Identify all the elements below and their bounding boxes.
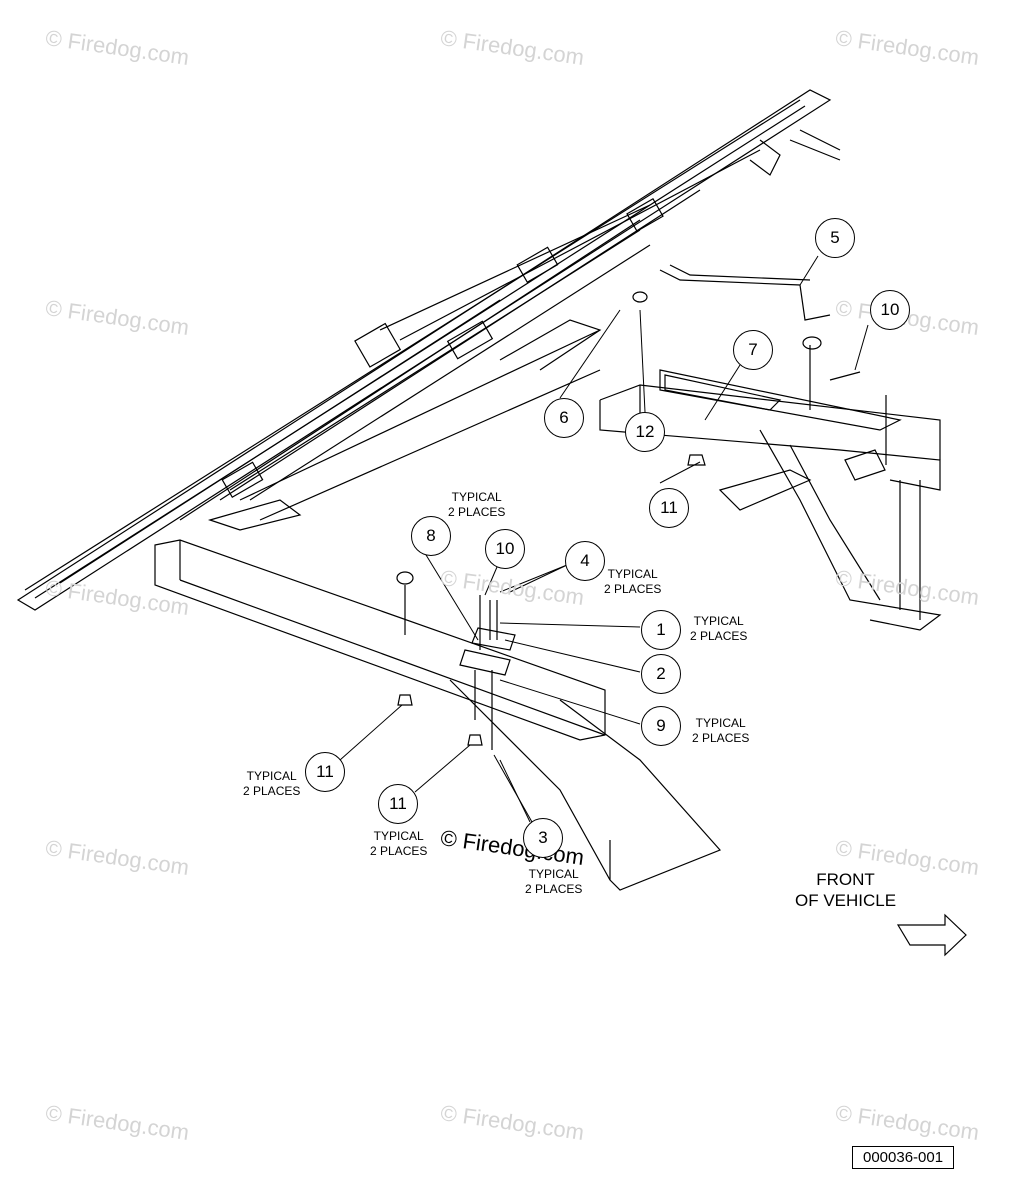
callout-8: 8 <box>411 516 451 556</box>
typical-line1: TYPICAL <box>528 867 579 881</box>
typical-note: TYPICAL 2 PLACES <box>448 490 505 520</box>
front-arrow <box>896 913 967 957</box>
callout-3: 3 <box>523 818 563 858</box>
typical-note: TYPICAL 2 PLACES <box>690 614 747 644</box>
typical-note: TYPICAL 2 PLACES <box>692 716 749 746</box>
callout-11: 11 <box>649 488 689 528</box>
callout-1: 1 <box>641 610 681 650</box>
callout-10: 10 <box>485 529 525 569</box>
front-of-vehicle-label: FRONT OF VEHICLE <box>795 869 896 911</box>
typical-line2: 2 PLACES <box>525 882 583 896</box>
typical-line2: 2 PLACES <box>448 505 506 519</box>
callout-5: 5 <box>815 218 855 258</box>
typical-line1: TYPICAL <box>451 490 502 504</box>
callout-12: 12 <box>625 412 665 452</box>
front-line2: OF VEHICLE <box>795 891 897 910</box>
callout-7: 7 <box>733 330 773 370</box>
callout-6: 6 <box>544 398 584 438</box>
typical-note: TYPICAL 2 PLACES <box>370 829 427 859</box>
typical-line1: TYPICAL <box>693 614 744 628</box>
callout-10: 10 <box>870 290 910 330</box>
typical-note: TYPICAL 2 PLACES <box>525 867 582 897</box>
callout-11: 11 <box>305 752 345 792</box>
front-line1: FRONT <box>816 870 875 889</box>
typical-line2: 2 PLACES <box>690 629 748 643</box>
typical-line1: TYPICAL <box>695 716 746 730</box>
typical-line1: TYPICAL <box>246 769 297 783</box>
typical-line2: 2 PLACES <box>604 582 662 596</box>
typical-line1: TYPICAL <box>373 829 424 843</box>
drawing-code: 000036-001 <box>852 1146 955 1169</box>
callout-4: 4 <box>565 541 605 581</box>
typical-line2: 2 PLACES <box>370 844 428 858</box>
lower-frame <box>154 329 722 891</box>
typical-note: TYPICAL 2 PLACES <box>243 769 300 799</box>
plow-blade <box>16 89 841 611</box>
typical-line2: 2 PLACES <box>243 784 301 798</box>
callout-9: 9 <box>641 706 681 746</box>
typical-line1: TYPICAL <box>607 567 658 581</box>
typical-note: TYPICAL 2 PLACES <box>604 567 661 597</box>
callout-11: 11 <box>378 784 418 824</box>
typical-line2: 2 PLACES <box>692 731 750 745</box>
callout-2: 2 <box>641 654 681 694</box>
